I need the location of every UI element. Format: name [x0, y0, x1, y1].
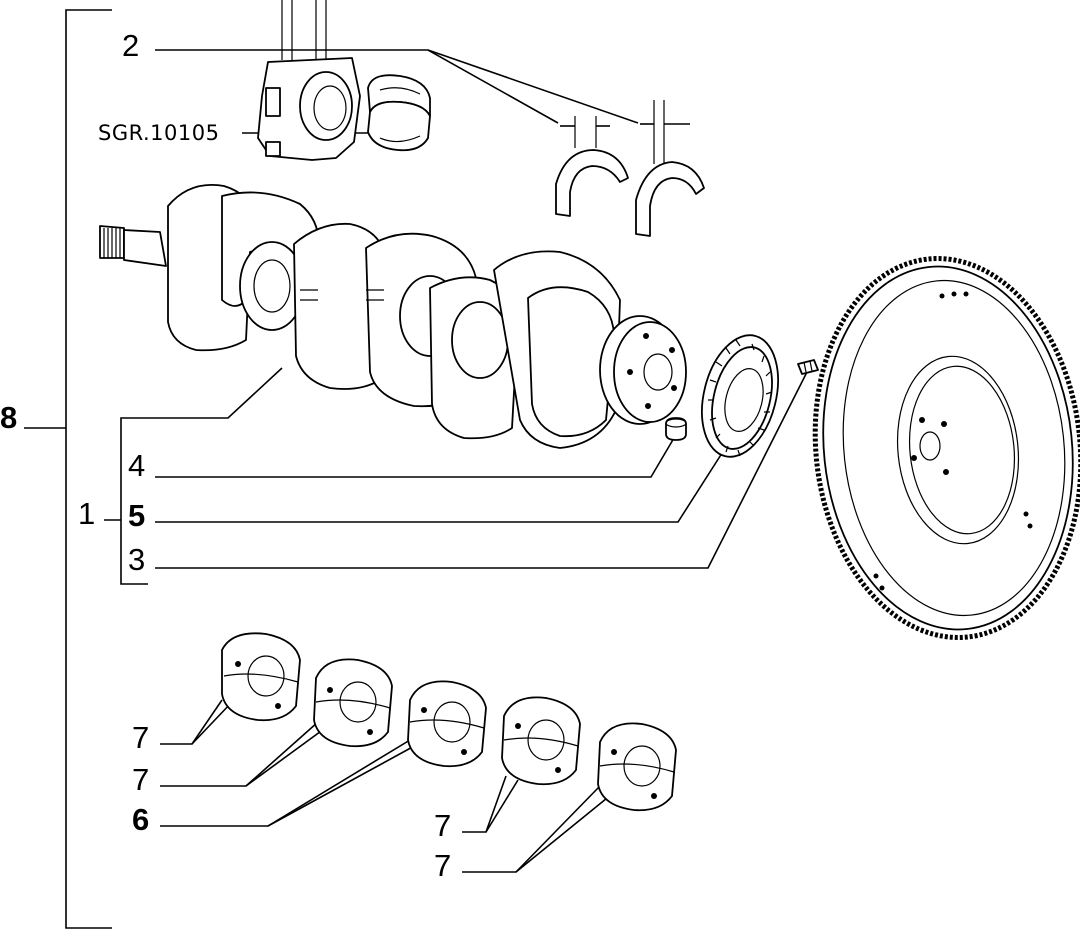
- callout-7b: 7: [132, 762, 149, 797]
- main-bearing-5: [597, 722, 677, 812]
- crankshaft: [99, 184, 687, 449]
- callout-4: 4: [128, 448, 145, 483]
- thrust-washers: [555, 100, 705, 237]
- main-bearing-3: [407, 680, 487, 768]
- callout-2: 2: [122, 28, 139, 63]
- bracket-8: [24, 9, 112, 929]
- main-bearing-4: [501, 696, 581, 786]
- callout-8: 8: [0, 400, 17, 435]
- tone-wheel: [701, 334, 779, 458]
- main-bearing-shells: [221, 632, 677, 812]
- main-bearing-2: [313, 658, 393, 748]
- callout-1: 1: [78, 496, 95, 531]
- callout-7a: 7: [132, 720, 149, 755]
- dowel-pin: [665, 417, 687, 441]
- main-bearing-1: [221, 632, 301, 722]
- callout-7d: 7: [434, 848, 451, 883]
- bracket-1: [104, 417, 148, 585]
- callout-7c: 7: [434, 808, 451, 843]
- conrod-bearing-shells: [367, 74, 431, 152]
- callout-6: 6: [132, 802, 149, 837]
- flywheel-screw: [797, 359, 819, 375]
- connecting-rod: [257, 0, 361, 161]
- flywheel: [812, 256, 1080, 640]
- callout-5: 5: [128, 498, 145, 533]
- callout-3: 3: [128, 542, 145, 577]
- reference-code: SGR.10105: [98, 121, 219, 145]
